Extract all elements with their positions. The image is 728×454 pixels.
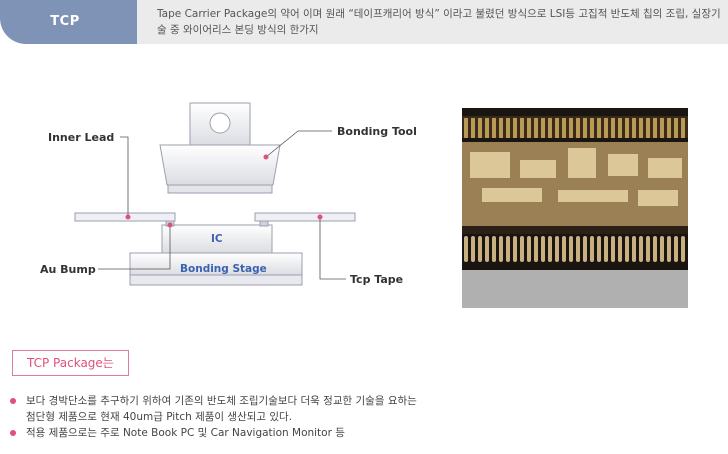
tcp-tab[interactable]: TCP [0, 0, 137, 44]
feature-list: 보다 경박단소를 추구하기 위하여 기존의 반도체 조립기술보다 더욱 정교한 … [10, 393, 710, 441]
label-au-bump: Au Bump [40, 263, 96, 276]
section-title: TCP Package는 [12, 350, 129, 376]
tape-left [74, 212, 176, 222]
label-tcp-tape: Tcp Tape [350, 273, 404, 286]
chip-photo [462, 108, 688, 308]
bonding-diagram: Inner Lead Bonding Tool IC Au Bump Bondi… [30, 95, 425, 305]
tab-label: TCP [50, 14, 80, 29]
list-item: 적용 제품으로는 주로 Note Book PC 및 Car Navigatio… [10, 425, 710, 441]
label-ic: IC [211, 233, 223, 245]
label-bonding-stage: Bonding Stage [180, 263, 267, 275]
bullet-icon [10, 398, 16, 404]
label-bonding-tool: Bonding Tool [337, 125, 417, 138]
chip-photo-svg [462, 108, 688, 308]
bullet-icon [10, 430, 16, 436]
label-inner-lead: Inner Lead [48, 131, 115, 144]
header-bar [137, 0, 728, 44]
list-item: 첨단형 제품으로 현재 40um급 Pitch 제품이 생산되고 있다. [26, 411, 293, 423]
ic-chip [161, 224, 273, 254]
tcp-description: Tape Carrier Package의 약어 이며 원래 “테이프캐리어 방… [157, 8, 721, 36]
list-item: 보다 경박단소를 추구하기 위하여 기존의 반도체 조립기술보다 더욱 정교한 … [10, 393, 710, 409]
tape-right [254, 212, 356, 222]
bonding-diagram-svg [74, 102, 356, 286]
bonding-tool [159, 102, 281, 194]
